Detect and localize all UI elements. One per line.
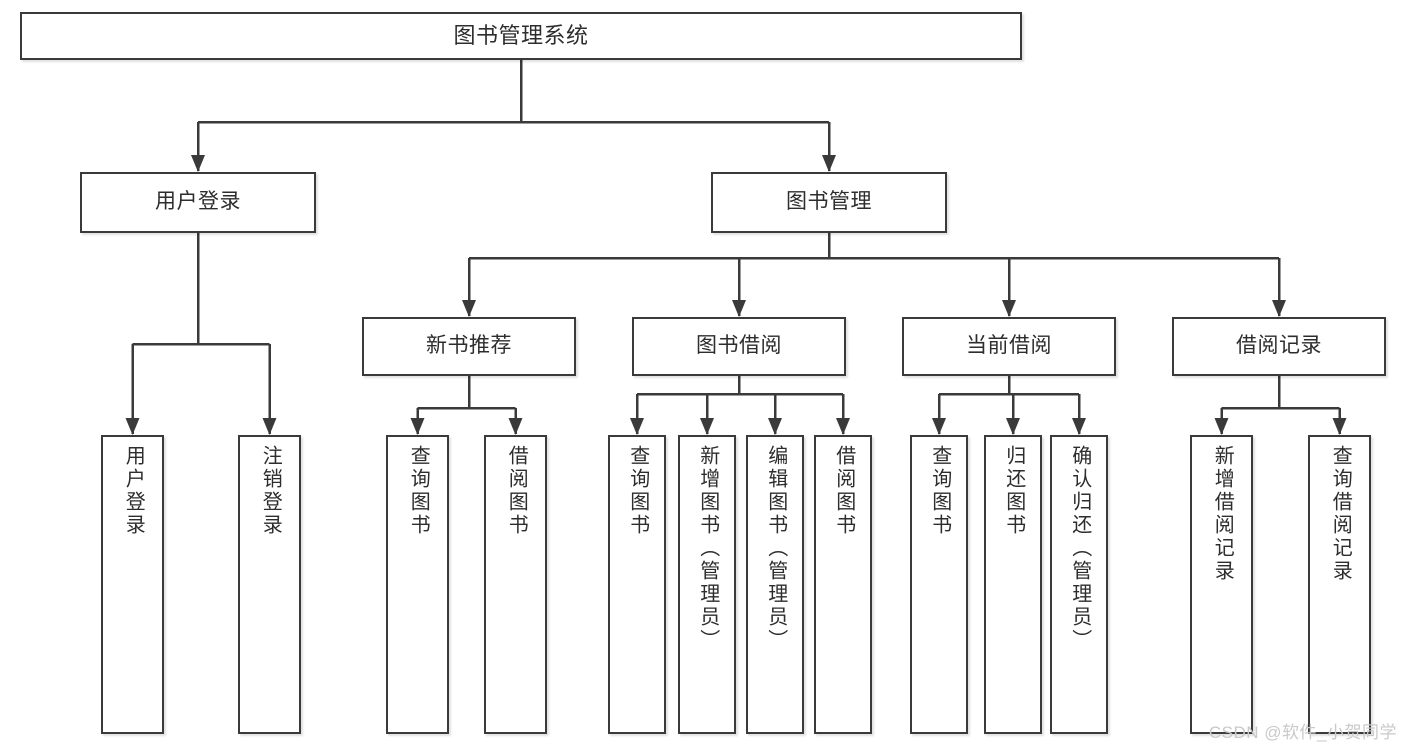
node-label: 确认归还（管理员） [1068,445,1091,652]
node-label: 编辑图书（管理员） [764,445,787,652]
node-label: 图书借阅 [696,334,782,358]
node-label: 借阅图书 [505,445,528,537]
node-current[interactable]: 当前借阅 [902,317,1116,376]
node-newbook[interactable]: 新书推荐 [362,317,576,376]
watermark: CSDN @软件_小贺同学 [1208,723,1397,742]
node-label: 新书推荐 [426,334,512,358]
node-label: 归还图书 [1002,445,1025,537]
node-label: 图书管理 [786,190,872,214]
node-bookmgmt[interactable]: 图书管理 [711,172,947,233]
node-leaf-cu-confirm[interactable]: 确认归还（管理员） [1050,435,1108,734]
node-leaf-bo-borrow[interactable]: 借阅图书 [814,435,872,734]
node-label: 查询图书 [407,445,430,537]
node-leaf-rec-query[interactable]: 查询借阅记录 [1308,435,1371,734]
node-leaf-cu-query[interactable]: 查询图书 [910,435,968,734]
node-label: 借阅记录 [1236,334,1322,358]
node-leaf-user-login[interactable]: 用户登录 [101,435,164,734]
node-label: 借阅图书 [832,445,855,537]
node-label: 查询借阅记录 [1329,445,1352,583]
node-leaf-nb-borrow[interactable]: 借阅图书 [484,435,547,734]
node-label: 查询图书 [626,445,649,537]
node-records[interactable]: 借阅记录 [1172,317,1386,376]
node-root[interactable]: 图书管理系统 [20,12,1022,60]
node-leaf-user-logout[interactable]: 注销登录 [238,435,301,734]
node-leaf-cu-return[interactable]: 归还图书 [984,435,1042,734]
node-leaf-rec-add[interactable]: 新增借阅记录 [1190,435,1253,734]
node-leaf-nb-query[interactable]: 查询图书 [386,435,449,734]
node-label: 新增图书（管理员） [696,445,719,652]
node-leaf-bo-query[interactable]: 查询图书 [608,435,666,734]
node-label: 图书管理系统 [453,23,589,49]
node-login[interactable]: 用户登录 [80,172,316,233]
node-leaf-bo-edit[interactable]: 编辑图书（管理员） [746,435,804,734]
node-leaf-bo-add[interactable]: 新增图书（管理员） [678,435,736,734]
node-label: 新增借阅记录 [1211,445,1234,583]
node-label: 当前借阅 [966,334,1052,358]
node-label: 用户登录 [155,190,241,214]
node-borrow[interactable]: 图书借阅 [632,317,846,376]
node-label: 用户登录 [122,445,145,537]
node-label: 注销登录 [259,445,282,537]
node-label: 查询图书 [928,445,951,537]
